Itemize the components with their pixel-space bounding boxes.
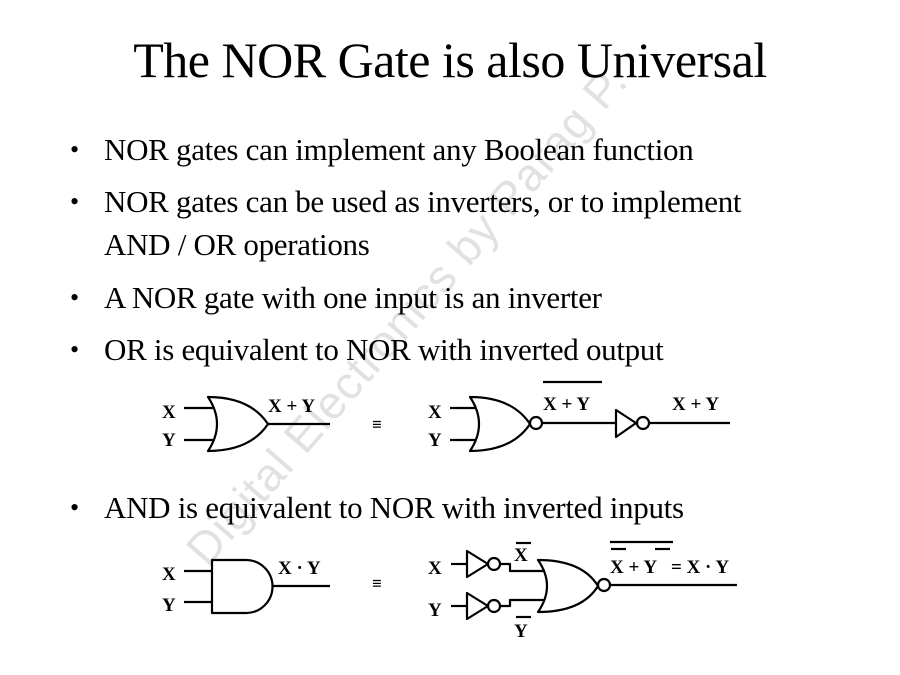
nor-gate-icon <box>536 558 600 614</box>
bullet-marker: • <box>70 283 79 312</box>
output-lhs-label: X + Y <box>610 557 657 578</box>
inverter-gate-icon <box>614 408 638 439</box>
inversion-bubble-icon <box>635 415 651 431</box>
bullet-marker: • <box>70 135 79 164</box>
input-y-label: Y <box>162 430 176 451</box>
bullet-marker: • <box>70 493 79 522</box>
equivalence-symbol: ≡ <box>372 415 382 434</box>
inverted-y-wire <box>500 598 545 608</box>
inversion-bubble-icon <box>528 415 544 431</box>
input-y-label: Y <box>162 595 176 616</box>
input-x-label: X <box>162 564 176 585</box>
input-x-label: X <box>428 558 442 579</box>
inverted-y-label: Y <box>514 621 528 642</box>
bullet-text: NOR gates can implement any Boolean func… <box>104 132 694 167</box>
nor-gate-icon <box>468 395 532 453</box>
nor-output-label: X + Y <box>543 394 590 415</box>
input-y-label: Y <box>428 430 442 451</box>
inverted-x-label: X <box>514 545 528 566</box>
slide-title: The NOR Gate is also Universal <box>133 32 767 88</box>
output-label: X · Y <box>278 558 321 579</box>
bullet-text: OR is equivalent to NOR with inverted ou… <box>104 332 664 367</box>
inverted-x-wire <box>500 562 545 573</box>
output-label: X + Y <box>268 396 315 417</box>
bullet-text: AND / OR operations <box>104 227 370 262</box>
and-gate-icon <box>210 558 274 615</box>
bullet-text: NOR gates can be used as inverters, or t… <box>104 184 742 219</box>
inversion-bubble-icon <box>486 556 502 572</box>
or-gate-icon <box>206 395 270 453</box>
output-rhs-label: = X · Y <box>671 557 729 578</box>
bullet-text: A NOR gate with one input is an inverter <box>104 280 602 315</box>
nor-inverter-diagram: X Y X + Y X + Y <box>428 380 730 453</box>
input-x-label: X <box>162 402 176 423</box>
inverter-gate-icon <box>465 591 490 621</box>
input-y-label: Y <box>428 600 442 621</box>
inversion-bubble-icon <box>486 598 502 614</box>
input-x-label: X <box>428 402 442 423</box>
inversion-bubble-icon <box>596 577 612 593</box>
inverter-gate-icon <box>465 549 490 579</box>
nor-inverted-inputs-diagram: X Y X Y X + Y = X · Y <box>428 540 737 642</box>
bullet-marker: • <box>70 335 79 364</box>
and-gate-diagram: X Y X · Y <box>162 558 330 616</box>
final-output-label: X + Y <box>672 394 719 415</box>
equivalence-symbol: ≡ <box>372 574 382 593</box>
bullet-marker: • <box>70 187 79 216</box>
bullet-text: AND is equivalent to NOR with inverted i… <box>104 490 684 525</box>
or-gate-diagram: X Y X + Y <box>162 395 330 453</box>
